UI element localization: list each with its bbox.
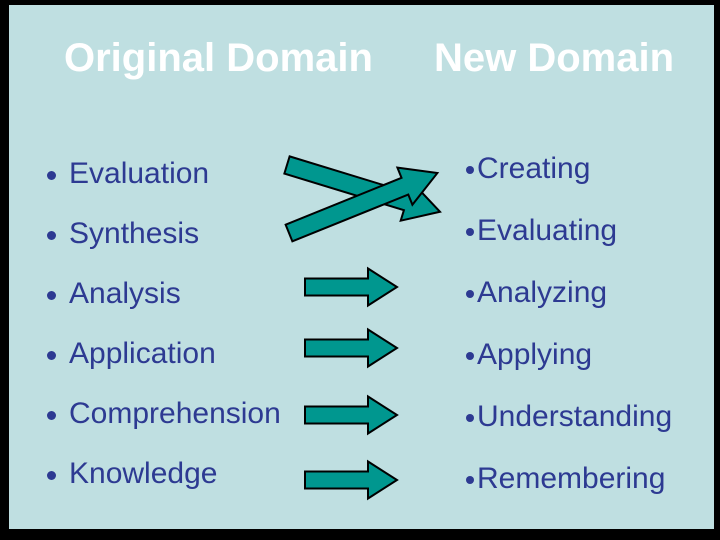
bullet-icon bbox=[47, 290, 56, 300]
list-item: Understanding bbox=[466, 387, 672, 449]
list-item: Remembering bbox=[466, 449, 672, 511]
bullet-icon bbox=[47, 230, 56, 240]
list-item: Synthesis bbox=[47, 205, 281, 265]
original-domain-list: Evaluation Synthesis Analysis Applicatio… bbox=[47, 145, 281, 505]
list-item: Analyzing bbox=[466, 263, 672, 325]
list-item-label: Evaluation bbox=[69, 157, 210, 190]
original-domain-title: Original Domain bbox=[64, 36, 373, 80]
bullet-icon bbox=[47, 410, 56, 420]
list-item-label: Remembering bbox=[477, 462, 666, 495]
list-item: Creating bbox=[466, 139, 672, 201]
list-item-label: Evaluating bbox=[477, 214, 618, 247]
new-domain-list: Creating Evaluating Analyzing Applying U… bbox=[466, 139, 672, 511]
list-item-label: Understanding bbox=[477, 400, 673, 433]
bullet-icon bbox=[47, 350, 56, 360]
list-item: Analysis bbox=[47, 265, 281, 325]
bullet-icon bbox=[466, 476, 474, 484]
list-item: Applying bbox=[466, 325, 672, 387]
list-item: Evaluation bbox=[47, 145, 281, 205]
bullet-icon bbox=[466, 352, 474, 360]
list-item: Comprehension bbox=[47, 385, 281, 445]
list-item-label: Applying bbox=[477, 338, 593, 371]
list-item-label: Creating bbox=[477, 152, 591, 185]
bullet-icon bbox=[466, 166, 474, 174]
bullet-icon bbox=[47, 470, 56, 480]
list-item: Evaluating bbox=[466, 201, 672, 263]
bullet-icon bbox=[466, 414, 474, 422]
list-item-label: Application bbox=[69, 337, 216, 370]
list-item-label: Knowledge bbox=[69, 457, 218, 490]
slide-background: Original Domain New Domain Evaluation Sy… bbox=[9, 5, 714, 529]
list-item: Knowledge bbox=[47, 445, 281, 505]
bullet-icon bbox=[466, 228, 474, 236]
bullet-icon bbox=[466, 290, 474, 298]
list-item-label: Synthesis bbox=[69, 217, 200, 250]
bullet-icon bbox=[47, 170, 56, 180]
list-item-label: Analyzing bbox=[477, 276, 608, 309]
new-domain-title: New Domain bbox=[434, 36, 675, 80]
list-item-label: Comprehension bbox=[69, 397, 281, 430]
list-item-label: Analysis bbox=[69, 277, 181, 310]
list-item: Application bbox=[47, 325, 281, 385]
